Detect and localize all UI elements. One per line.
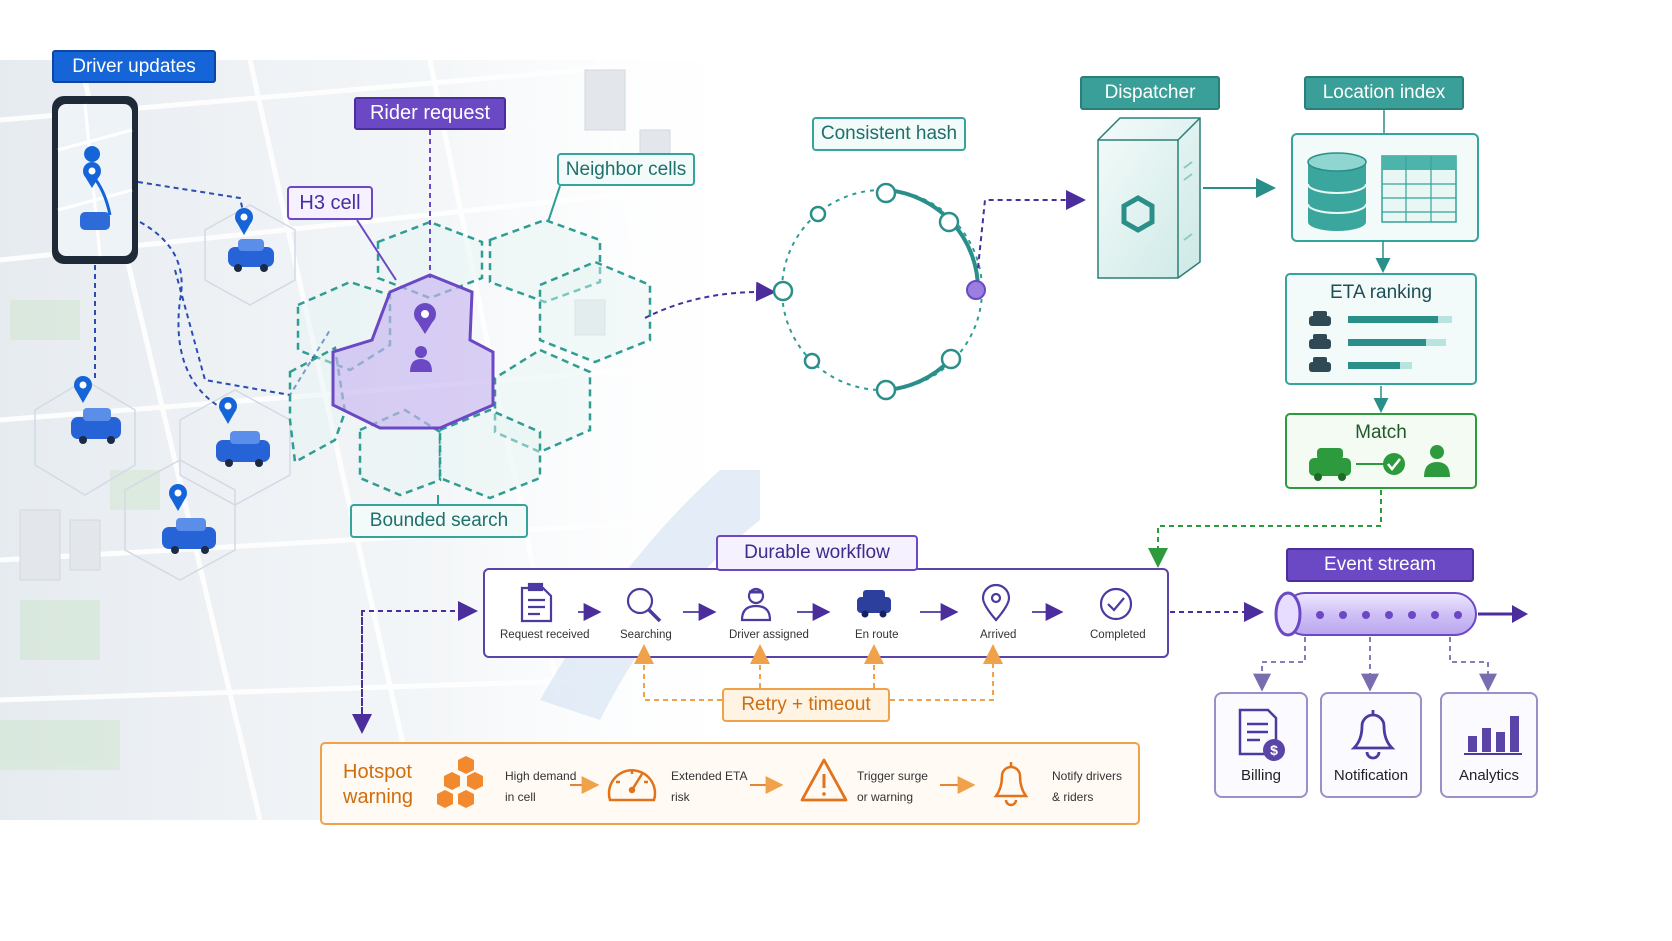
workflow-icons bbox=[520, 582, 1133, 623]
car-icon bbox=[228, 208, 274, 272]
workflow-step-label: Request received bbox=[500, 629, 590, 641]
city-map-background bbox=[0, 57, 780, 821]
durable-workflow-label: Durable workflow bbox=[716, 535, 918, 571]
consumer-label: Notification bbox=[1333, 767, 1409, 784]
dispatcher-label: Dispatcher bbox=[1080, 76, 1220, 110]
workflow-step-label: Arrived bbox=[980, 629, 1017, 641]
eta-ranking-title: ETA ranking bbox=[1329, 282, 1433, 303]
location-index-box bbox=[1291, 110, 1479, 242]
analytics-card: Analytics bbox=[1440, 692, 1538, 798]
consumer-label: Analytics bbox=[1458, 767, 1520, 784]
rider-person-icon bbox=[410, 346, 432, 372]
driver-cars bbox=[71, 208, 274, 554]
svg-text:$: $ bbox=[1270, 742, 1278, 758]
neighbor-cells-label: Neighbor cells bbox=[557, 153, 695, 186]
rider-request-label: Rider request bbox=[354, 97, 506, 130]
car-icon bbox=[1309, 334, 1331, 349]
workflow-step-label: Completed bbox=[1090, 629, 1146, 641]
map-pin-icon bbox=[414, 303, 436, 334]
event-stream-tube bbox=[1274, 591, 1528, 637]
bell-icon bbox=[993, 762, 1029, 807]
person-icon bbox=[1424, 445, 1450, 477]
retry-timeout-arrows bbox=[634, 644, 1003, 701]
warning-triangle-icon bbox=[800, 758, 848, 802]
bar-chart-icon bbox=[1464, 716, 1522, 755]
car-icon bbox=[1309, 448, 1351, 481]
eta-ranking-box bbox=[1285, 273, 1477, 385]
car-icon bbox=[857, 590, 891, 618]
driver-updates-label: Driver updates bbox=[52, 50, 216, 83]
workflow-container bbox=[483, 568, 1169, 658]
event-stream-label: Event stream bbox=[1286, 548, 1474, 582]
notification-card: Notification bbox=[1320, 692, 1422, 798]
workflow-step-label: En route bbox=[855, 629, 899, 641]
check-circle-icon bbox=[1099, 587, 1133, 621]
hotspot-step-label: Notify drivers& riders bbox=[1052, 769, 1123, 804]
location-index-label: Location index bbox=[1304, 76, 1464, 110]
driver-icon bbox=[740, 587, 772, 622]
document-icon bbox=[520, 582, 553, 623]
hex-to-ring-arrow bbox=[644, 281, 776, 319]
hexagon-cluster-icon bbox=[437, 756, 483, 808]
car-icon bbox=[1309, 311, 1331, 326]
check-circle-icon bbox=[1383, 453, 1405, 475]
database-icon bbox=[1307, 152, 1367, 231]
billing-card: $ Billing bbox=[1214, 692, 1308, 798]
hotspot-title: Hotspot warning bbox=[343, 761, 414, 808]
invoice-dollar-icon: $ bbox=[1238, 708, 1285, 761]
stream-to-consumer-arrows bbox=[1253, 637, 1497, 692]
bell-icon bbox=[1350, 710, 1396, 760]
match-box bbox=[1285, 413, 1477, 489]
consistent-hash-ring bbox=[772, 182, 986, 401]
hotspot-icons bbox=[437, 756, 1029, 808]
ring-to-dispatcher-arrow bbox=[977, 190, 1086, 269]
car-icon bbox=[71, 376, 121, 444]
bounded-search-label: Bounded search bbox=[350, 504, 528, 538]
match-to-workflow-arrow bbox=[1148, 490, 1382, 568]
h3-hex-grid bbox=[288, 218, 652, 500]
h3-cell-label: H3 cell bbox=[287, 186, 373, 220]
table-grid-icon bbox=[1381, 155, 1457, 223]
car-icon bbox=[216, 397, 270, 467]
speedometer-icon bbox=[607, 769, 657, 802]
hotspot-container bbox=[320, 742, 1140, 825]
match-title: Match bbox=[1355, 422, 1407, 443]
retry-timeout-label: Retry + timeout bbox=[722, 688, 890, 722]
phone-icon bbox=[52, 96, 138, 264]
consistent-hash-label: Consistent hash bbox=[812, 117, 966, 151]
workflow-step-label: Searching bbox=[620, 629, 672, 641]
car-icon bbox=[1309, 357, 1331, 372]
magnifier-icon bbox=[626, 587, 662, 623]
consumer-label: Billing bbox=[1240, 767, 1282, 784]
dispatcher-server-icon bbox=[1097, 117, 1201, 279]
map-pin-icon bbox=[981, 583, 1011, 622]
car-icon bbox=[162, 484, 216, 554]
workflow-step-label: Driver assigned bbox=[729, 629, 809, 641]
